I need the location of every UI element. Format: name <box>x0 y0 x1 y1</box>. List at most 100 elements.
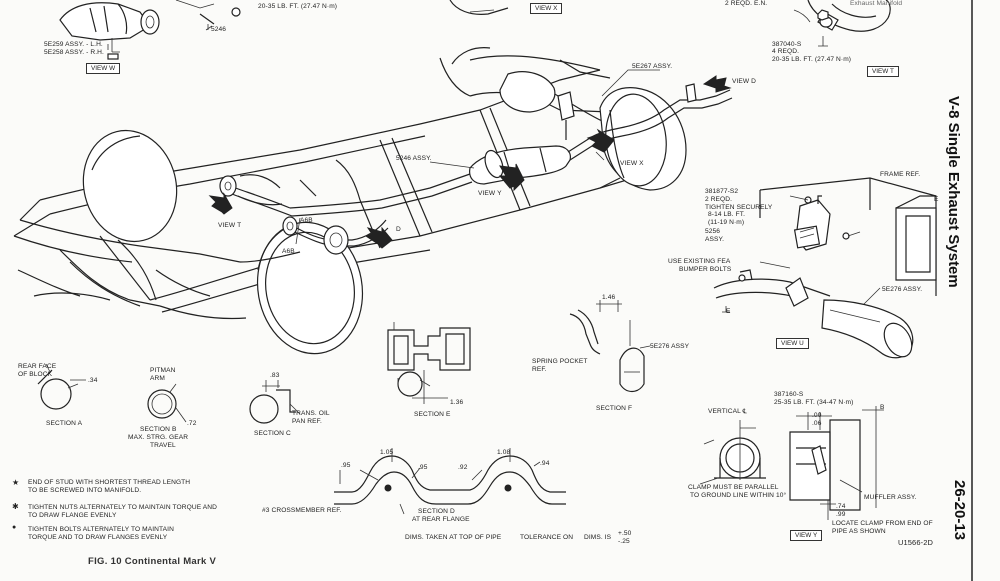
of-block-label: OF BLOCK <box>18 371 53 378</box>
note-3-line-2: TORQUE AND TO DRAW FLANGES EVENLY <box>28 534 168 541</box>
part-label-5e276-f: 5E276 ASSY <box>650 343 690 350</box>
pan-ref-label: PAN REF. <box>292 418 322 425</box>
view-y-label: VIEW Y <box>790 530 823 541</box>
torque-11-19-label: (11-19 N·m) <box>708 219 745 226</box>
section-f-label: SECTION F <box>596 405 633 412</box>
view-w-pipe <box>59 0 241 60</box>
section-a-label: SECTION A <box>46 420 83 427</box>
note-1-line-2: TO BE SCREWED INTO MANIFOLD. <box>28 487 142 494</box>
pitman-label: PITMAN <box>150 367 176 374</box>
section-d-label: SECTION D <box>418 508 455 515</box>
note-2-line-1: TIGHTEN NUTS ALTERNATELY TO MAINTAIN TOR… <box>28 504 217 511</box>
note-1-symbol: ★ <box>12 478 20 487</box>
vertical-cl-label: VERTICAL ℄ <box>708 408 747 415</box>
section-c-label: SECTION C <box>254 430 291 437</box>
dim-06-label: .06 <box>812 420 822 427</box>
section-e-label: SECTION E <box>414 411 451 418</box>
torque-25-35-label: 25-35 LB. FT. (34-47 N·m) <box>774 399 854 406</box>
section-a-drawing <box>37 363 86 410</box>
section-f-drawing <box>569 300 651 393</box>
rear-face-label: REAR FACE <box>18 363 57 370</box>
dims-top-pipe-label: DIMS. TAKEN AT TOP OF PIPE <box>405 534 502 541</box>
dim-105-label: 1.05 <box>380 449 394 456</box>
part-label-5e259: 5E259 ASSY. - L.H. <box>44 41 103 48</box>
drawing-id: U1566-2D <box>898 538 933 547</box>
torque-8-14-label: 8-14 LB. FT. <box>708 211 746 218</box>
torque-label-view-t: 20-35 LB. FT. (27.47 N·m) <box>772 56 852 63</box>
view-w-label: VIEW W <box>86 63 121 74</box>
trans-oil-label: TRANS. OIL <box>292 410 330 417</box>
view-t-arrow-label: VIEW T <box>218 222 242 229</box>
dim-136-label: 1.36 <box>450 399 464 406</box>
dim-00-label: .00 <box>812 412 822 419</box>
dim-72-label: .72 <box>187 420 197 427</box>
dim-74-label: .74 <box>836 503 846 510</box>
dim-99-label: .99 <box>836 511 846 518</box>
leader-lines <box>107 25 660 245</box>
letter-b-label: B <box>880 404 885 411</box>
view-t-manifold <box>793 0 891 47</box>
view-arrows <box>208 75 732 249</box>
view-u-label: VIEW U <box>776 338 809 349</box>
frame-ref-label: FRAME REF. <box>880 171 921 178</box>
view-u-drawing <box>713 177 937 359</box>
note-2-symbol: ✱ <box>12 502 19 511</box>
ground-line-label: TO GROUND LINE WITHIN 10° <box>690 492 787 499</box>
tighten-securely-label: TIGHTEN SECURELY <box>705 204 773 211</box>
dim-92-label: .92 <box>458 464 468 471</box>
dim-34-label: .34 <box>88 377 98 384</box>
section-d-drawing <box>334 448 566 515</box>
letter-e-2: E <box>726 308 731 315</box>
a6b-label-2: A6B <box>282 248 295 255</box>
bumper-bolts-label: BUMPER BOLTS <box>679 266 732 273</box>
section-c-drawing <box>249 380 301 424</box>
bolt-qty-2-label: 2 REQD. <box>705 196 733 203</box>
view-d-arrow-label: VIEW D <box>732 78 757 85</box>
exhaust-pipe-routing <box>219 83 733 255</box>
part-label-5246-top: 5246 <box>211 26 227 33</box>
dim-108-label: 1.08 <box>497 449 511 456</box>
note-3-line-1: TIGHTEN BOLTS ALTERNATELY TO MAINTAIN <box>28 526 174 533</box>
note-1-line-1: END OF STUD WITH SHORTEST THREAD LENGTH <box>28 479 191 486</box>
part-label-5e267: 5E267 ASSY. <box>632 63 673 70</box>
section-e-drawing <box>387 322 471 404</box>
view-x-arrow-label: VIEW X <box>620 160 644 167</box>
section-b-label: SECTION B <box>140 426 177 433</box>
bolt-label-387040: 387040-S <box>772 41 802 48</box>
use-existing-label: USE EXISTING FEA <box>668 258 731 265</box>
spring-pocket-label: SPRING POCKET <box>532 358 588 365</box>
spring-pocket-ref-label: REF. <box>532 366 547 373</box>
at-rear-flange-label: AT REAR FLANGE <box>412 516 470 523</box>
view-y-drawing <box>699 406 884 520</box>
chassis-frame <box>13 47 687 355</box>
part-label-5256: 5256 <box>705 228 721 235</box>
dim-94-label: .94 <box>540 460 550 467</box>
bolt-label-387160: 387160-S <box>774 391 804 398</box>
crossmember-ref-label: #3 CROSSMEMBER REF. <box>262 507 342 514</box>
view-x-top-fragment <box>449 0 509 15</box>
dim-83-label: .83 <box>270 372 280 379</box>
note-2-line-2: TO DRAW FLANGE EVENLY <box>28 512 117 519</box>
part-label-5e276: 5E276 ASSY. <box>882 286 923 293</box>
view-t-label: VIEW T <box>867 66 899 77</box>
tolerance-on-label: TOLERANCE ON <box>520 534 574 541</box>
bolt-qty-label: 4 REQD. <box>772 48 800 55</box>
figure-caption: FIG. 10 Continental Mark V <box>88 556 217 567</box>
dim-95a-label: .95 <box>341 462 351 469</box>
tolerance-minus-label: -.25 <box>618 538 630 545</box>
section-b-drawing <box>147 383 187 423</box>
letter-e-1: E <box>934 196 939 203</box>
assy-label: ASSY. <box>705 236 725 243</box>
torque-label-top-left: 20-35 LB. FT. (27.47 N·m) <box>258 3 338 10</box>
dim-95b-label: .95 <box>418 464 428 471</box>
view-x-top-label: VIEW X <box>530 3 563 14</box>
pipe-as-shown-label: PIPE AS SHOWN <box>832 528 886 535</box>
dim-146-label: 1.46 <box>602 294 616 301</box>
top-right-reqd-label: 2 REQD. E.N. <box>725 0 768 7</box>
top-right-partial-label: Exhaust Manifold <box>850 0 903 7</box>
muffler-assy-label: MUFFLER ASSY. <box>864 494 917 501</box>
part-label-5246-muffler: 5246 ASSY. <box>396 155 432 162</box>
a6b-label-1: A6B <box>300 217 313 224</box>
